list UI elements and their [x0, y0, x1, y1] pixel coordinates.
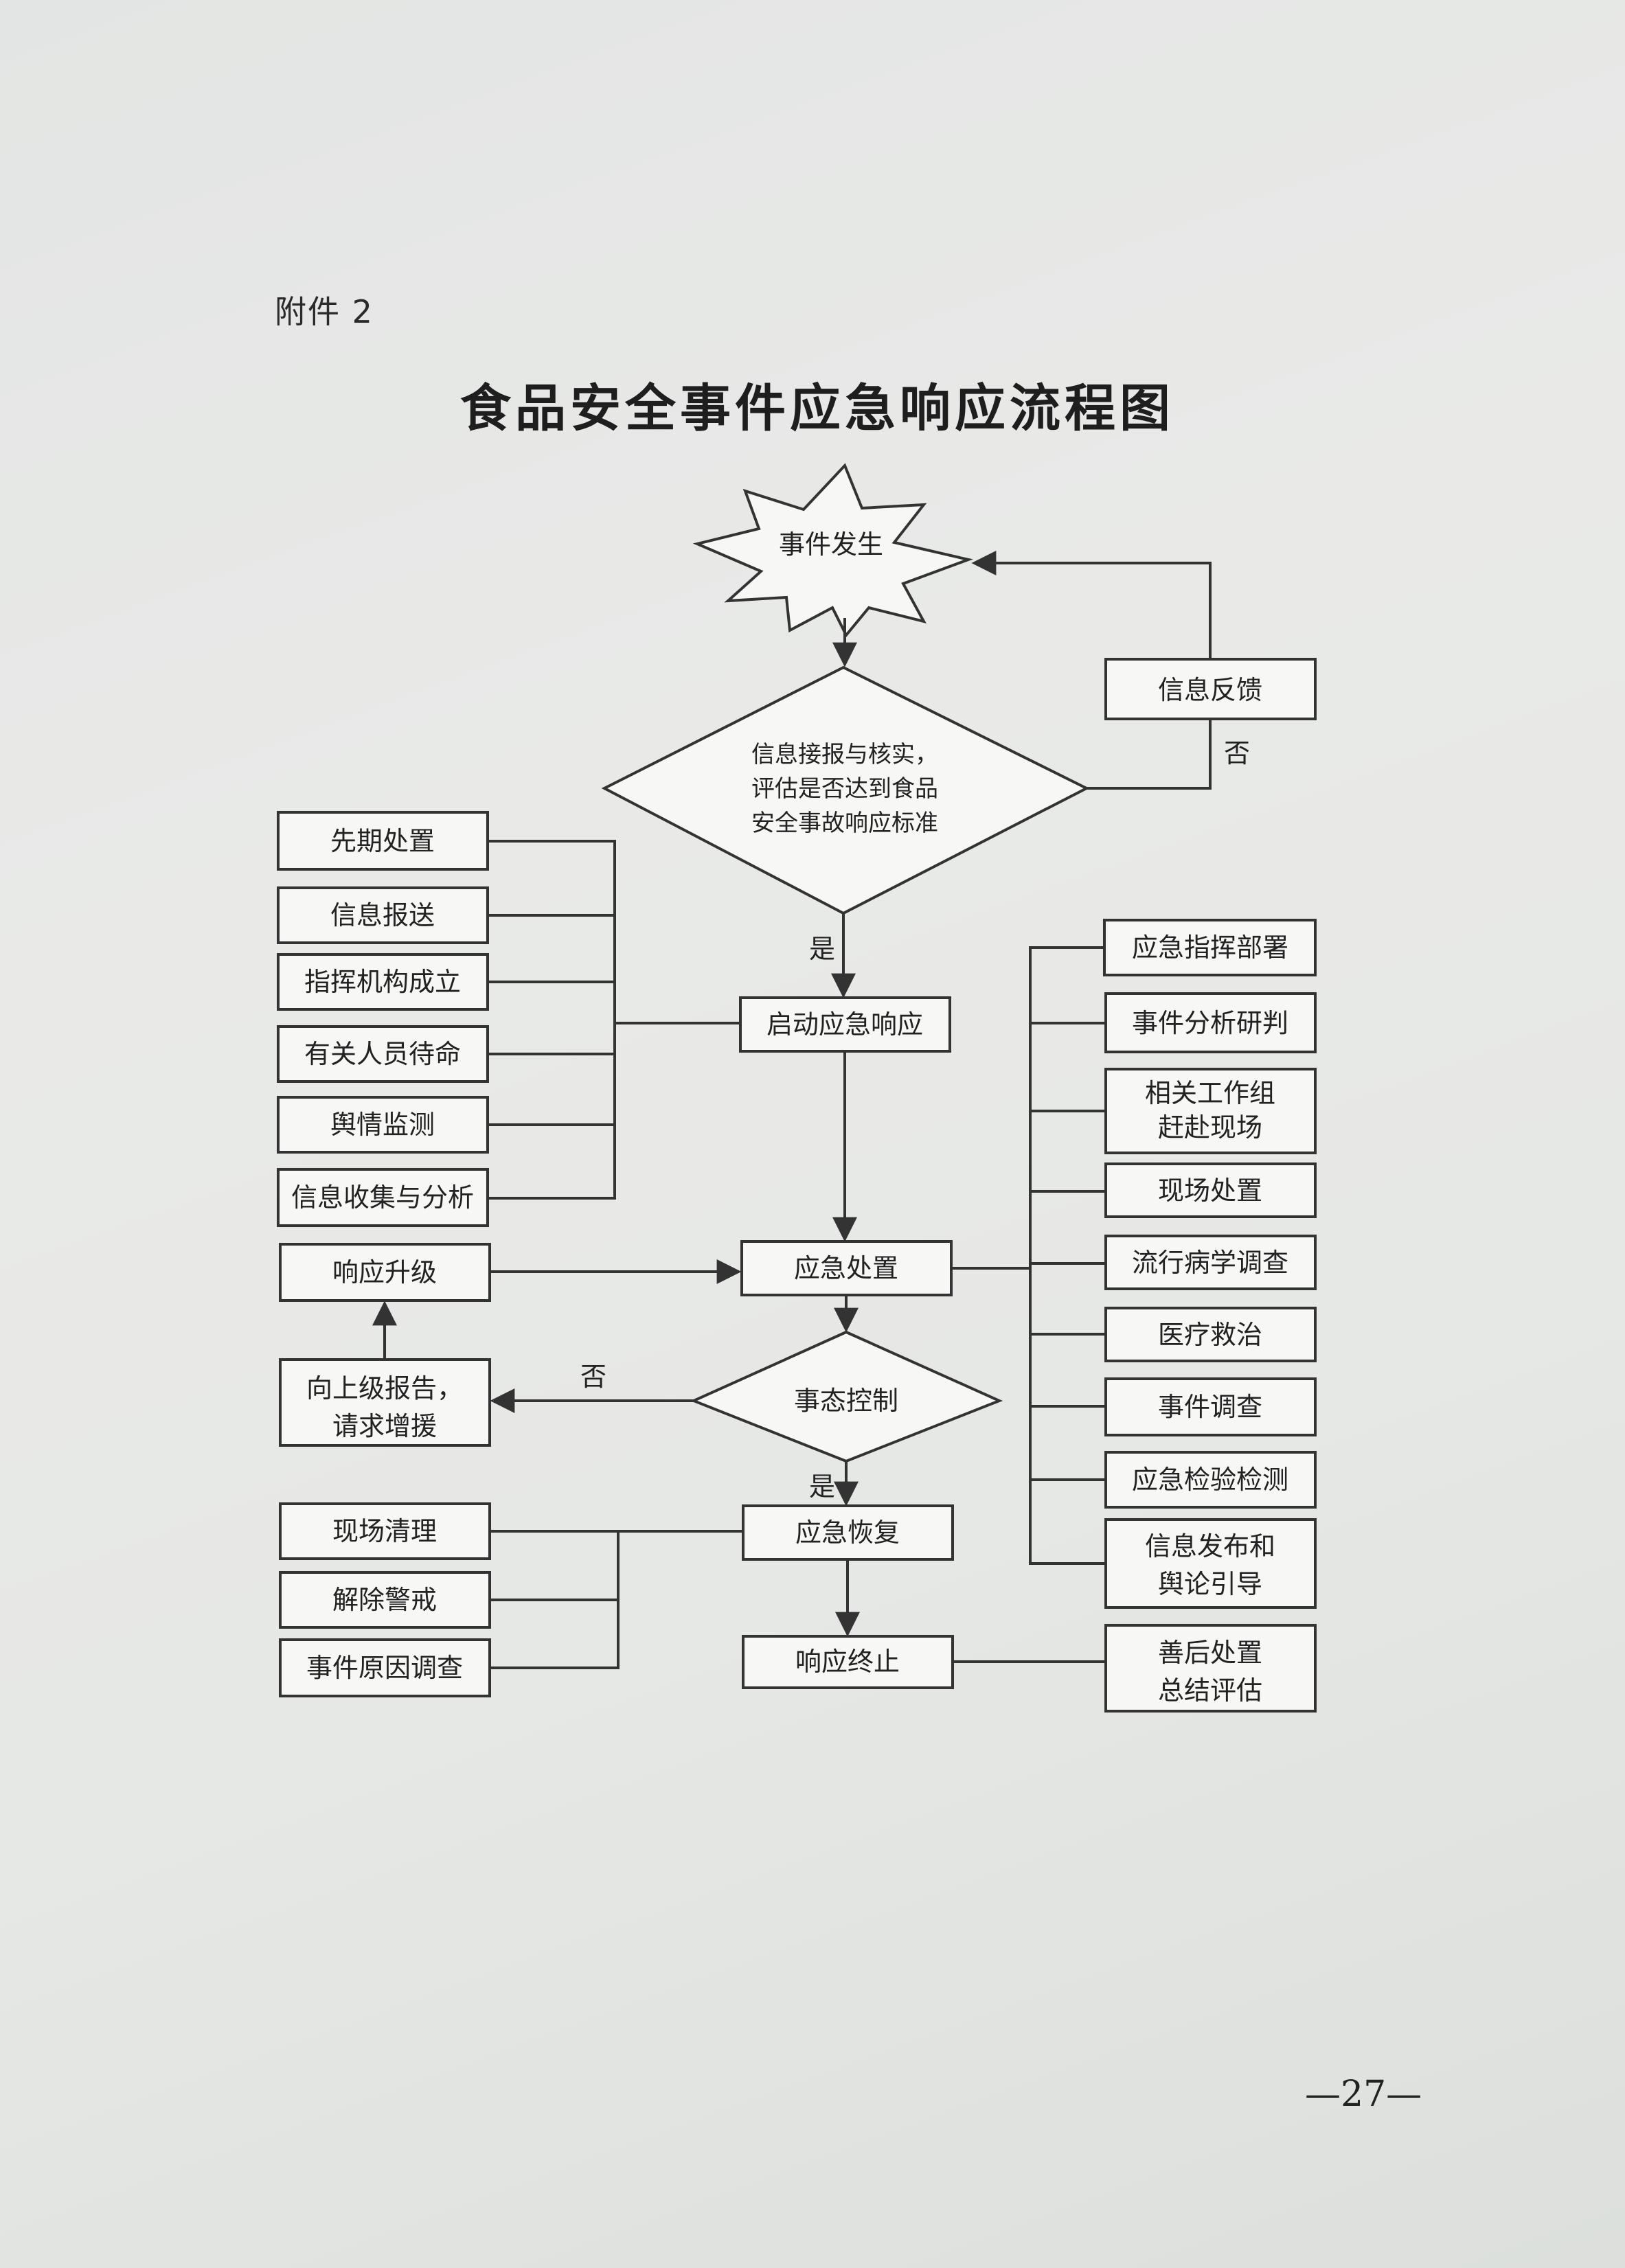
- yes-label-control: 是: [809, 1471, 835, 1502]
- feedback-label: 信息反馈: [1158, 675, 1262, 705]
- page-title: 食品安全事件应急响应流程图: [460, 379, 1174, 438]
- arrow-feedback-to-start: [971, 551, 1212, 659]
- report-up-label-line2: 请求增援: [332, 1411, 437, 1441]
- left-bracket: [488, 840, 616, 1200]
- feedback-box: [1104, 658, 1317, 720]
- right-action-box: [1104, 1518, 1317, 1609]
- right-action-label: 赶赴现场: [1158, 1112, 1262, 1143]
- right-action-label: 舆论引导: [1158, 1569, 1262, 1599]
- right-action-label: 信息发布和: [1145, 1531, 1275, 1561]
- right-bracket: [1029, 946, 1106, 1565]
- recovery-action-label: 解除警戒: [332, 1585, 437, 1615]
- no-label-control: 否: [580, 1362, 606, 1392]
- assess-label-line3: 安全事故响应标准: [751, 810, 938, 837]
- left-action-label: 信息收集与分析: [291, 1182, 474, 1213]
- report-up-label-line1: 向上级报告，: [306, 1373, 463, 1404]
- left-action-box: [277, 886, 489, 944]
- terminate-label: 响应终止: [795, 1647, 900, 1677]
- right-action-label: 现场处置: [1158, 1176, 1262, 1206]
- left-action-label: 指挥机构成立: [304, 967, 461, 997]
- right-action-label: 应急指挥部署: [1132, 932, 1288, 963]
- yes-label-top: 是: [809, 934, 835, 964]
- emergency-handling-label: 应急处置: [794, 1253, 898, 1283]
- start-burst-shape: [692, 463, 973, 638]
- right-action-box: [1103, 919, 1317, 976]
- aftermath-label-line2: 总结评估: [1158, 1675, 1262, 1706]
- terminate-box: [742, 1635, 954, 1689]
- report-up-box: [279, 1358, 491, 1447]
- recovery-action-box: [279, 1502, 491, 1560]
- aftermath-box: [1104, 1624, 1317, 1713]
- attachment-label: 附件 2: [275, 293, 374, 330]
- right-action-label: 医疗救治: [1158, 1320, 1262, 1350]
- right-action-box: [1104, 1235, 1317, 1290]
- right-action-label: 事件调查: [1158, 1392, 1262, 1422]
- start-response-label: 启动应急响应: [766, 1009, 923, 1040]
- right-action-label: 流行病学调查: [1132, 1248, 1288, 1278]
- start-label: 事件发生: [779, 529, 883, 560]
- recovery-action-box: [279, 1638, 491, 1697]
- right-action-box: [1104, 1377, 1317, 1436]
- right-action-label: 相关工作组: [1145, 1078, 1275, 1108]
- recovery-action-label: 事件原因调查: [306, 1653, 463, 1683]
- right-action-box: [1104, 992, 1317, 1053]
- right-action-box: [1104, 1068, 1317, 1154]
- page-number: —27—: [1305, 2074, 1422, 2115]
- aftermath-label-line1: 善后处置: [1158, 1638, 1262, 1668]
- right-action-label: 应急检验检测: [1132, 1465, 1288, 1495]
- left-action-label: 有关人员待命: [304, 1039, 461, 1069]
- recovery-label: 应急恢复: [795, 1517, 900, 1548]
- arrow-assess-no-to-feedback: [1087, 719, 1212, 790]
- right-action-label: 事件分析研判: [1132, 1008, 1288, 1038]
- assess-label-line1: 信息接报与核实，: [751, 741, 938, 768]
- left-action-box: [277, 1168, 489, 1227]
- no-label-top: 否: [1224, 738, 1250, 768]
- left-action-label: 信息报送: [330, 900, 435, 930]
- recovery-action-label: 现场清理: [332, 1516, 437, 1546]
- left-action-label: 先期处置: [330, 826, 435, 856]
- left-action-label: 舆情监测: [330, 1110, 435, 1140]
- right-action-box: [1104, 1162, 1317, 1218]
- control-label: 事态控制: [794, 1386, 898, 1416]
- escalate-label: 响应升级: [332, 1257, 437, 1287]
- right-action-box: [1104, 1451, 1317, 1509]
- assess-label-line2: 评估是否达到食品: [751, 775, 938, 803]
